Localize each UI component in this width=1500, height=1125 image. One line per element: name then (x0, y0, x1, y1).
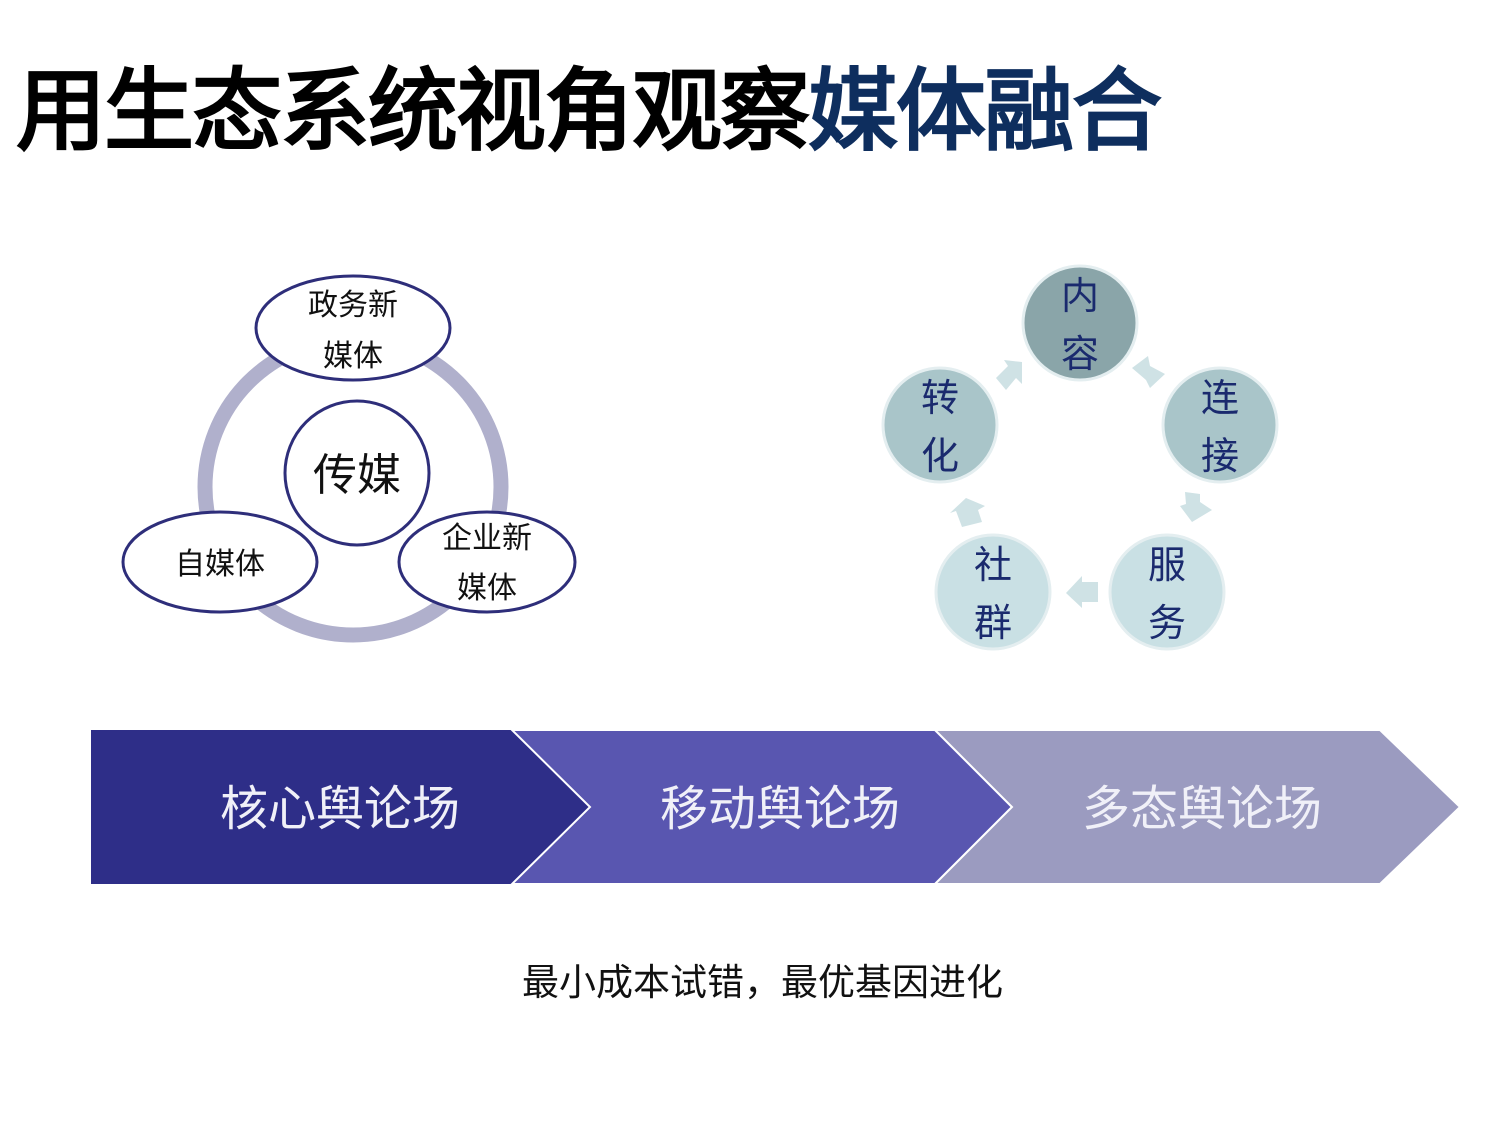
stage-mobile-label: 移动舆论场 (660, 781, 900, 837)
stage-core-label: 核心舆论场 (220, 781, 460, 837)
stage-chevrons: 核心舆论场 移动舆论场 多态舆论场 (91, 729, 1462, 885)
node-self-media-label: 自媒体 (175, 547, 265, 582)
slide-title: 用生态系统视角观察媒体融合 (16, 59, 1162, 164)
title-part-2: 媒体融合 (808, 59, 1162, 164)
cycle-node-content-char2: 容 (1061, 332, 1099, 376)
caption: 最小成本试错，最优基因进化 (522, 961, 1003, 1004)
arrow-icon (1180, 492, 1212, 522)
cycle-node-community-char1: 社 (974, 543, 1012, 587)
cycle-node-community (934, 533, 1052, 651)
stage-core (91, 730, 590, 884)
cycle-node-content-char1: 内 (1061, 274, 1099, 318)
center-circle (283, 399, 431, 547)
cycle-node-connection-char2: 接 (1201, 434, 1239, 478)
node-enterprise-media-line1: 企业新 (442, 521, 532, 556)
cycle-node-service-char2: 务 (1148, 601, 1186, 645)
cycle-node-conversion-char2: 化 (921, 434, 959, 478)
arrow-icon (996, 360, 1022, 390)
cycle-node-connection-char1: 连 (1201, 376, 1239, 420)
stage-polymorphic-label: 多态舆论场 (1082, 781, 1322, 837)
cycle-node-service (1108, 533, 1226, 651)
node-gov-media-line1: 政务新 (308, 288, 398, 323)
cycle-node-service-char1: 服 (1148, 543, 1186, 587)
node-enterprise-media (397, 510, 577, 614)
title-part-1: 用生态系统视角观察 (16, 59, 810, 164)
cycle-node-community-char2: 群 (974, 601, 1012, 645)
arrow-icon (1066, 576, 1098, 608)
cycle-node-connection (1161, 366, 1279, 484)
cycle-node-conversion-char1: 转 (921, 376, 959, 420)
node-self-media (121, 510, 319, 614)
node-enterprise-media-line2: 媒体 (457, 571, 517, 606)
arrow-icon (950, 498, 985, 527)
center-label: 传媒 (313, 450, 401, 501)
cycle-node-content (1021, 264, 1139, 382)
cycle-arrows (950, 356, 1212, 608)
stage-polymorphic (932, 729, 1462, 885)
ecosystem-diagram: 传媒 政务新 媒体 自媒体 企业新 媒体 (121, 274, 577, 643)
node-gov-media-line2: 媒体 (323, 339, 383, 374)
node-gov-media (254, 274, 452, 382)
cycle-node-conversion (881, 366, 999, 484)
arrow-icon (1132, 356, 1165, 388)
